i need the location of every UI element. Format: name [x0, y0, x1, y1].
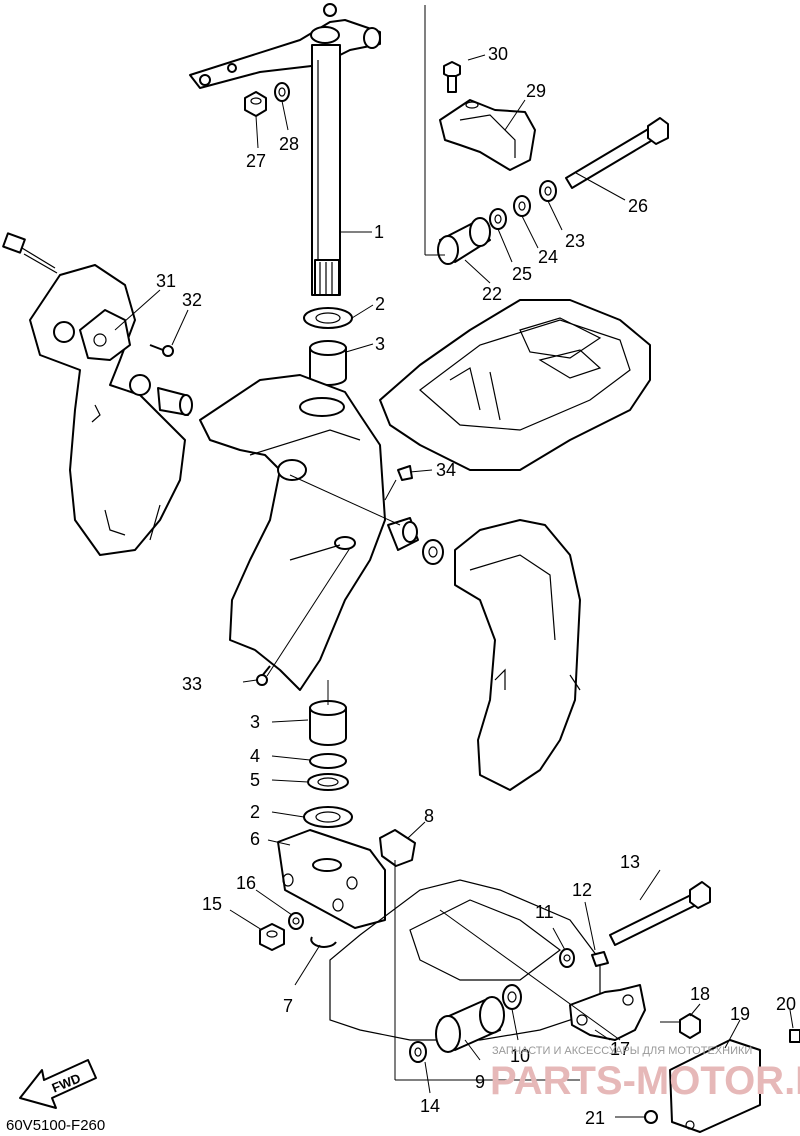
- callout-26: 26: [628, 196, 648, 216]
- callout-31: 31: [156, 271, 176, 291]
- trim-sensor-31: [79, 309, 131, 361]
- washer-14: [409, 1041, 427, 1063]
- leader-lines: [114, 54, 794, 1118]
- callout-11: 11: [535, 902, 554, 922]
- watermark-text: ЗАПЧАСТИ И АКСЕССУАРЫ ДЛЯ МОТОТЕХНИКИ: [492, 1045, 752, 1057]
- callout-18: 18: [690, 984, 710, 1004]
- callout-2-upper: 2: [375, 294, 385, 314]
- rubber-stopper-8: [379, 829, 416, 867]
- callout-24: 24: [538, 247, 558, 267]
- callout-21: 21: [585, 1108, 605, 1128]
- bolt-13: [609, 881, 711, 946]
- callout-7: 7: [283, 996, 293, 1016]
- washer-10: [502, 984, 522, 1010]
- callout-16: 16: [236, 873, 256, 893]
- thrust-washer-2-upper: [303, 307, 353, 329]
- steering-arm: [189, 3, 381, 89]
- bolt-26: [565, 117, 669, 189]
- bolt-30: [443, 61, 461, 93]
- callout-labels: 1 2 3 3 4 5 2 6 7 8 9 10 11 12 13 14 15 …: [156, 44, 796, 1128]
- callout-17: 17: [610, 1039, 630, 1059]
- callout-6: 6: [250, 829, 260, 849]
- callout-30: 30: [488, 44, 508, 64]
- washer-5: [307, 773, 349, 791]
- callout-28: 28: [279, 134, 299, 154]
- callout-2-lower: 2: [250, 802, 260, 822]
- nut-15: [259, 923, 285, 951]
- bottom-cowling: [379, 299, 651, 471]
- callout-20: 20: [776, 994, 796, 1014]
- screw-21: [644, 1110, 658, 1124]
- callout-29: 29: [526, 81, 546, 101]
- callout-27: 27: [246, 151, 266, 171]
- callout-5: 5: [250, 770, 260, 790]
- callout-23: 23: [565, 231, 585, 251]
- watermark-logo: PARTS-MOTOR.RU: [490, 1059, 800, 1103]
- callout-8: 8: [424, 806, 434, 826]
- clamp-bracket-right: [454, 519, 581, 791]
- washer-25: [489, 208, 507, 230]
- washer-23: [539, 180, 557, 202]
- grease-nipple-33: [256, 665, 271, 686]
- callout-19: 19: [730, 1004, 750, 1024]
- wire-connector: [2, 232, 58, 274]
- callout-22: 22: [482, 284, 502, 304]
- callout-1: 1: [374, 222, 384, 242]
- callout-3-upper: 3: [375, 334, 385, 354]
- washer-11: [559, 948, 575, 968]
- washer-16: [288, 912, 304, 930]
- bushing-3-upper: [309, 340, 347, 386]
- callout-9: 9: [475, 1072, 485, 1092]
- callout-4: 4: [250, 746, 260, 766]
- clip-34: [397, 465, 413, 481]
- callout-25: 25: [512, 264, 532, 284]
- mount-cover-29: [439, 99, 536, 171]
- o-ring-4: [309, 753, 347, 769]
- callout-32: 32: [182, 290, 202, 310]
- circlip-7: [310, 936, 337, 948]
- callout-13: 13: [620, 852, 640, 872]
- watermark: ЗАПЧАСТИ И АКСЕССУАРЫ ДЛЯ МОТОТЕХНИКИ PA…: [490, 1045, 800, 1103]
- cover-19: [669, 1039, 761, 1133]
- diagram-code: 60V5100-F260: [6, 1117, 105, 1134]
- washer-24: [513, 195, 531, 217]
- callout-14: 14: [420, 1096, 440, 1116]
- screw-32: [149, 344, 174, 357]
- swivel-bracket: [199, 374, 386, 691]
- mount-rubber-9: [435, 996, 505, 1053]
- mount-rubber-22: [437, 217, 491, 265]
- clamp-bracket-left: [29, 264, 186, 556]
- bolt-18: [679, 1013, 701, 1039]
- lower-bracket-6: [277, 829, 386, 929]
- callout-15: 15: [202, 894, 222, 914]
- tilt-bushing-right: [387, 517, 444, 565]
- callout-3-lower: 3: [250, 712, 260, 732]
- bushing-3-lower: [309, 700, 347, 746]
- fwd-arrow-icon: FWD: [19, 1059, 97, 1109]
- grease-nipple-12: [591, 951, 609, 967]
- steering-shaft: [311, 44, 341, 296]
- lower-casing: [329, 879, 601, 1041]
- lower-bracket-17: [569, 984, 646, 1041]
- plug-20: [789, 1029, 800, 1043]
- thrust-washer-2-lower: [303, 806, 353, 828]
- callout-12: 12: [572, 880, 592, 900]
- washer-28: [274, 82, 290, 102]
- callout-34: 34: [436, 460, 456, 480]
- tilt-bushing: [157, 387, 193, 416]
- callout-33: 33: [182, 674, 202, 694]
- assembly-lines: [289, 5, 680, 1081]
- callout-10: 10: [510, 1046, 530, 1066]
- nut-27: [244, 91, 267, 117]
